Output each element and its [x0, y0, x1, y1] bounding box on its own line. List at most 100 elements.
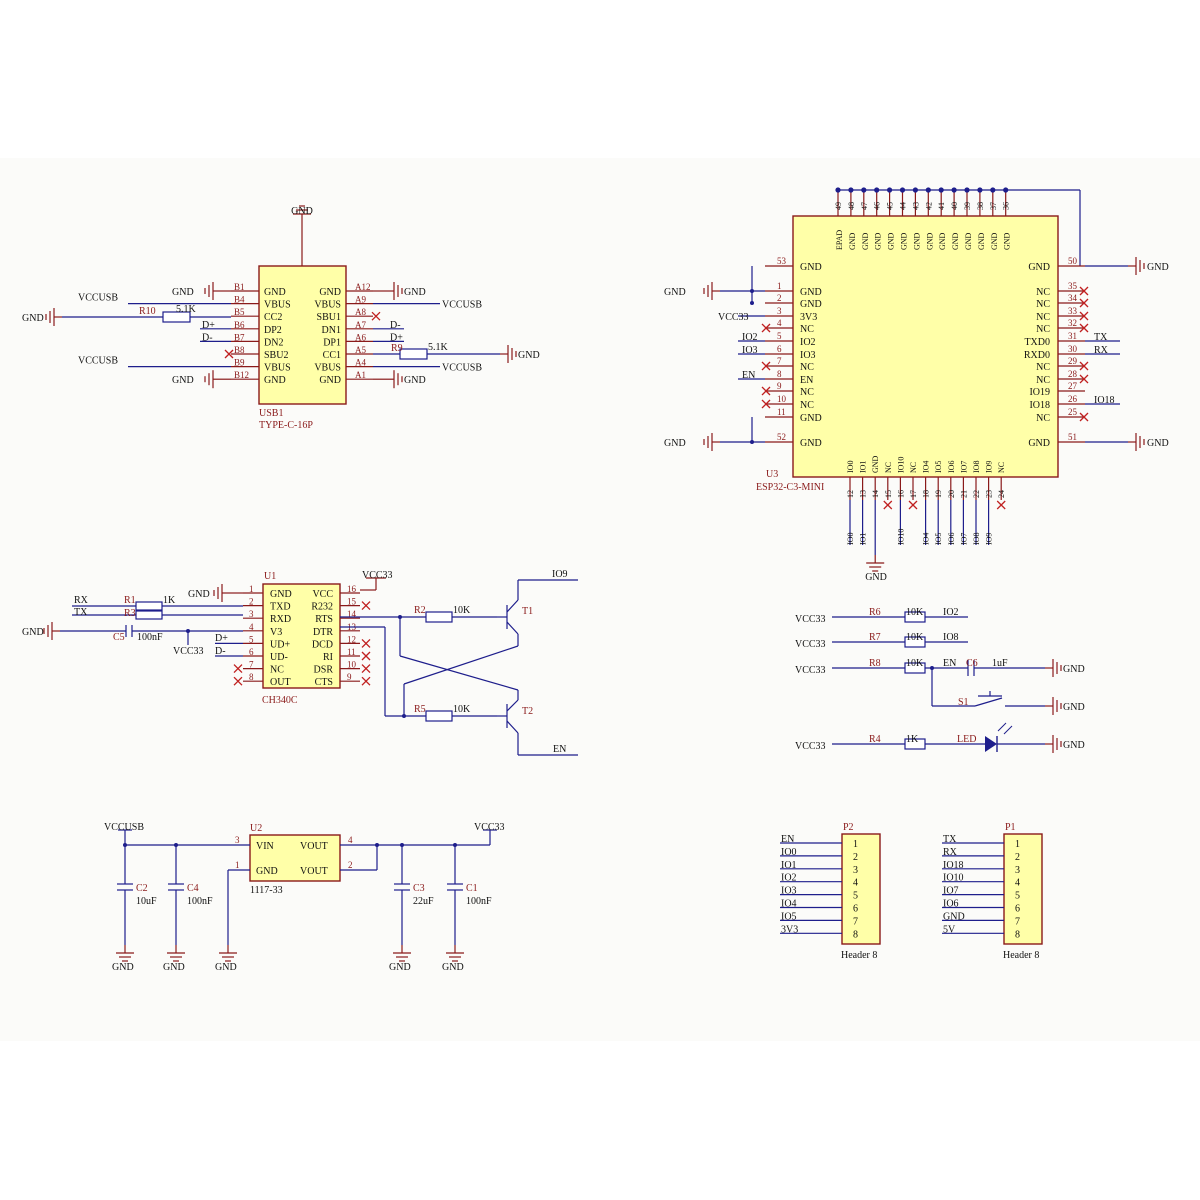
usb1-top-gnd-label: GND — [291, 206, 313, 217]
u1-pin-num-3: 3 — [249, 609, 254, 619]
u3-pin-name-5: IO2 — [800, 337, 816, 348]
usb1-pin-num-B7: B7 — [234, 332, 245, 342]
u3-top-name-44: GND — [900, 232, 909, 250]
u1-pin-name-12: DCD — [312, 639, 333, 650]
usb1-net-B1: GND — [172, 287, 194, 298]
u1-pin-num-2: 2 — [249, 597, 254, 607]
c2-value: 10uF — [136, 896, 157, 907]
usb1-pin-num-B4: B4 — [234, 295, 245, 305]
u3-pin-name-25: NC — [1036, 413, 1050, 424]
c1-value: 100nF — [466, 896, 492, 907]
u3-pin-name-17: NC — [909, 462, 918, 473]
r4-ref: R4 — [869, 734, 881, 745]
c4-ref: C4 — [187, 883, 199, 894]
u3-net-23: IO9 — [985, 533, 994, 545]
u3-pin-num-27: 27 — [1068, 381, 1078, 391]
u2-num-gnd: 1 — [235, 860, 240, 870]
u1-pin-name-3: RXD — [270, 614, 291, 625]
usb1-pin-name-A9: VBUS — [314, 300, 341, 311]
usb1-pin-num-B5: B5 — [234, 307, 245, 317]
u3-pin-name-19: IO5 — [934, 461, 943, 473]
r3-ref: R3 — [124, 608, 136, 619]
usb1-gnd-A1 — [385, 369, 403, 389]
p1-pin-num-4: 4 — [1015, 878, 1020, 889]
u3-pin-name-50: GND — [1028, 262, 1050, 273]
u3-pin-num-30: 30 — [1068, 344, 1078, 354]
u3-pin-num-1: 1 — [777, 281, 782, 291]
u3-top-num-40: 40 — [950, 202, 959, 210]
p1-net-6: IO6 — [943, 899, 959, 910]
u1-pin-name-14: RTS — [315, 614, 333, 625]
u3-pin-num-50: 50 — [1068, 256, 1078, 266]
u3-pin-num-24: 24 — [997, 490, 1006, 498]
u3-top-num-42: 42 — [924, 202, 933, 210]
p2-net-7: IO5 — [781, 911, 797, 922]
u3-ref: U3 — [766, 469, 778, 480]
usb1-net-A9: VCCUSB — [442, 300, 482, 311]
u3-bottom-gnd-label: GND — [865, 572, 887, 583]
u2-ref: U2 — [250, 823, 262, 834]
r10-resistor — [162, 311, 191, 323]
u1-pin-name-7: NC — [270, 665, 284, 676]
u3-body — [792, 215, 1059, 478]
usb1-pin-name-B9: VBUS — [264, 363, 291, 374]
u1-pin-name-6: UD- — [270, 652, 288, 663]
c3-value: 22uF — [413, 896, 434, 907]
u3-pin-name-7: NC — [800, 362, 814, 373]
u3-top-node-40 — [951, 187, 957, 193]
r6-ref: R6 — [869, 607, 881, 618]
u3-top-node-46 — [874, 187, 880, 193]
u3-pin-num-13: 13 — [859, 490, 868, 498]
u3-pin-name-30: RXD0 — [1024, 350, 1050, 361]
u3-bottom-pins: IO012IO0IO113IO1GND14GNDNC15IO1016IO10NC… — [846, 455, 1006, 583]
u3-top-name-41: GND — [938, 232, 947, 250]
usb1-net-B12: GND — [172, 375, 194, 386]
u3-top-num-41: 41 — [937, 202, 946, 210]
usb1-net-A6: D+ — [390, 332, 403, 343]
u3-top-node-45 — [887, 187, 893, 193]
u1-nc-7 — [233, 663, 243, 674]
u1-pin-name-4: V3 — [270, 627, 282, 638]
r6-net: IO2 — [943, 607, 959, 618]
u1-nc-9 — [361, 676, 371, 686]
u3-pin-name-28: NC — [1036, 375, 1050, 386]
u3-pin-num-34: 34 — [1068, 293, 1078, 303]
r6-resistor — [904, 611, 926, 623]
u3-pin-name-4: NC — [800, 324, 814, 335]
p1-net-2: RX — [943, 847, 958, 858]
p2-net-6: IO4 — [781, 899, 797, 910]
u3-pin-num-2: 2 — [777, 293, 782, 303]
u3-net-13: IO1 — [859, 533, 868, 545]
p1-pin-num-2: 2 — [1015, 852, 1020, 863]
u3-pin-name-22: IO8 — [972, 461, 981, 473]
p1-net-8: 5V — [943, 924, 956, 935]
u3-pin-num-3: 3 — [777, 306, 782, 316]
u2-gnd-label: GND — [215, 962, 237, 973]
u2-pin-gnd: GND — [256, 866, 278, 877]
u3-top-node-49 — [835, 187, 841, 193]
r7-ref: R7 — [869, 632, 881, 643]
u3-top-pins: 49EPAD48GND47GND46GND45GND44GND43GND42GN… — [834, 187, 1081, 266]
u3-net-8: EN — [742, 370, 755, 381]
u1-pin-num-14: 14 — [347, 609, 357, 619]
u3-top-name-48: GND — [848, 232, 857, 250]
u3-pin-num-51: 51 — [1068, 432, 1077, 442]
u3-pin-num-5: 5 — [777, 331, 782, 341]
u3-top-name-49: EPAD — [835, 230, 844, 250]
u3-part: ESP32-C3-MINI — [756, 482, 824, 493]
u3-pin-num-26: 26 — [1068, 394, 1078, 404]
usb1-net-B9: VCCUSB — [78, 356, 118, 367]
u3-net-3: VCC33 — [718, 312, 749, 323]
u3-net-6: IO3 — [742, 345, 758, 356]
led-ref: LED — [957, 734, 976, 745]
r7-value: 10K — [906, 632, 924, 643]
u1-nc-11 — [361, 651, 371, 661]
usb1-pin-num-A4: A4 — [355, 358, 366, 368]
u3-pin-num-33: 33 — [1068, 306, 1078, 316]
c1-gnd-label: GND — [442, 962, 464, 973]
u3-top-num-45: 45 — [886, 202, 895, 210]
p1-pin-num-5: 5 — [1015, 891, 1020, 902]
usb1-pin-num-A7: A7 — [355, 320, 366, 330]
u3-top-name-39: GND — [964, 232, 973, 250]
